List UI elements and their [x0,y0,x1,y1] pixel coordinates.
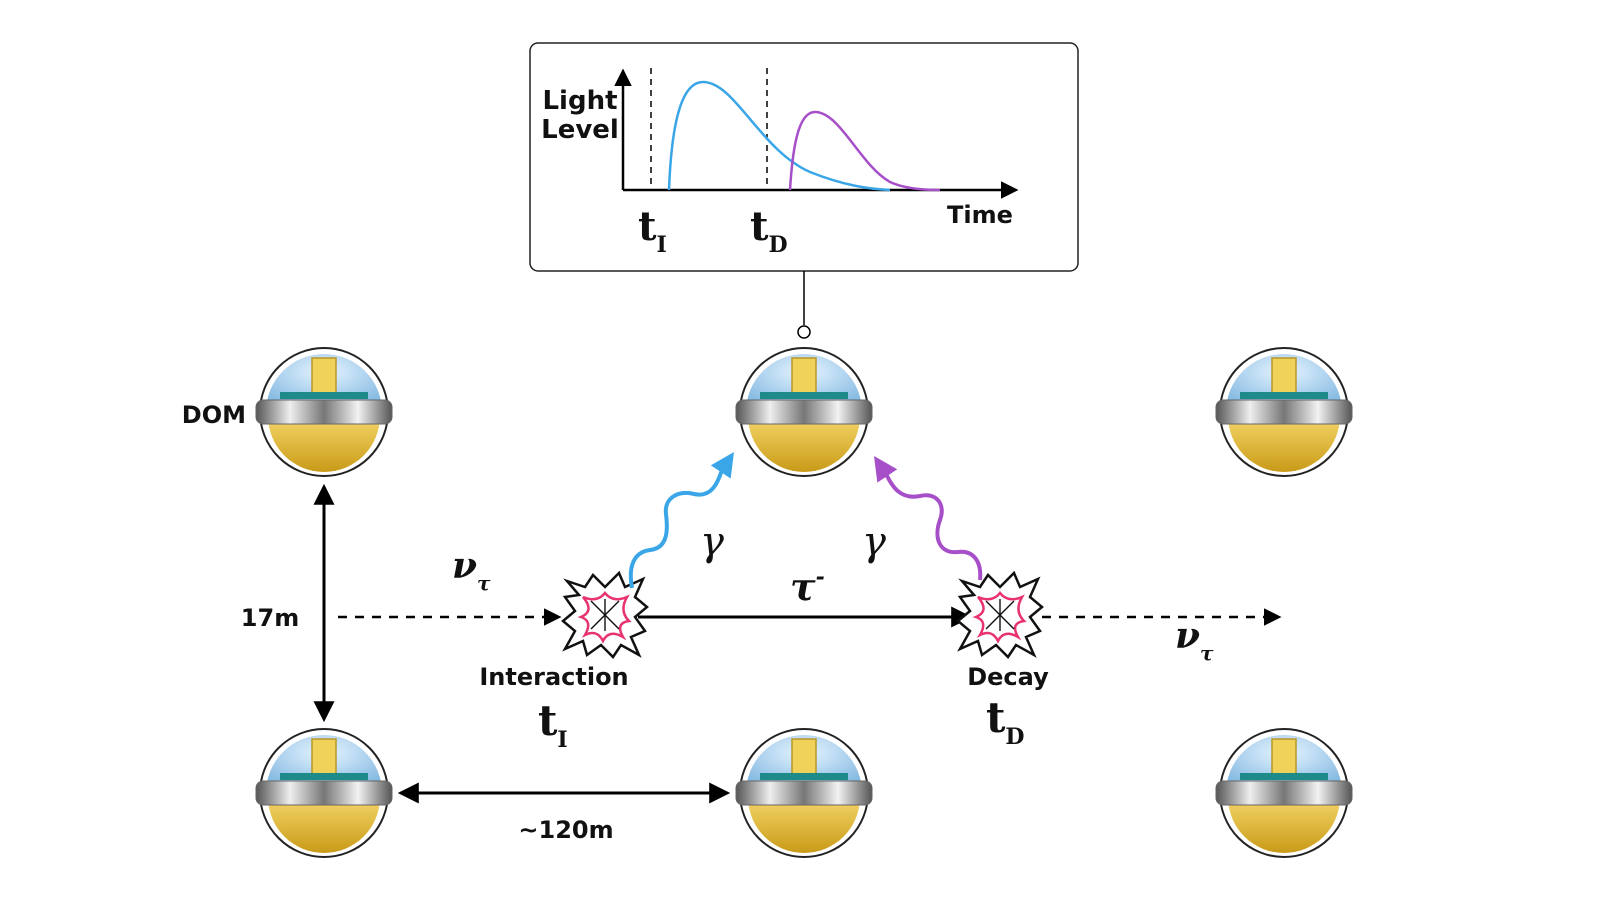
decay-photon-arrow [874,456,983,581]
inset-x-label: Time [947,201,1013,229]
decay-label: Decay [967,663,1049,691]
tau-label: τ- [790,564,825,609]
incoming-neutrino-label: ντ [452,545,491,595]
dom-bottom-center [734,727,874,859]
inset-y-label-line2: Level [541,115,619,145]
interaction-label: Interaction [479,663,628,691]
horizontal-spacing-label: ~120m [518,816,613,844]
inset-t-interaction: tI [638,203,667,258]
light-level-inset: Light Level Time tI tD [529,42,1079,272]
decay-burst-icon [956,571,1044,659]
inset-frame [529,42,1079,272]
dom-bottom-right [1214,727,1354,859]
outgoing-neutrino-label: ντ [1175,615,1214,665]
dom-bottom-left [254,727,394,859]
inset-t-decay: tD [750,203,788,258]
interaction-time-label: tI [538,696,568,753]
dom-top-center [734,346,874,478]
gamma-right-label: γ [862,519,886,565]
interaction-light-curve [667,80,891,192]
inset-y-label-line1: Light [542,86,617,116]
dom-top-right [1214,346,1354,478]
decay-light-curve [788,110,941,192]
gamma-left-label: γ [700,519,724,565]
inset-connector-node [797,325,811,339]
decay-time-label: tD [986,693,1024,750]
interaction-photon-arrow [628,452,734,589]
dom-top-left [254,346,394,478]
vertical-spacing-label: 17m [241,604,299,632]
interaction-burst-icon [561,571,649,659]
dom-label: DOM [182,401,246,429]
